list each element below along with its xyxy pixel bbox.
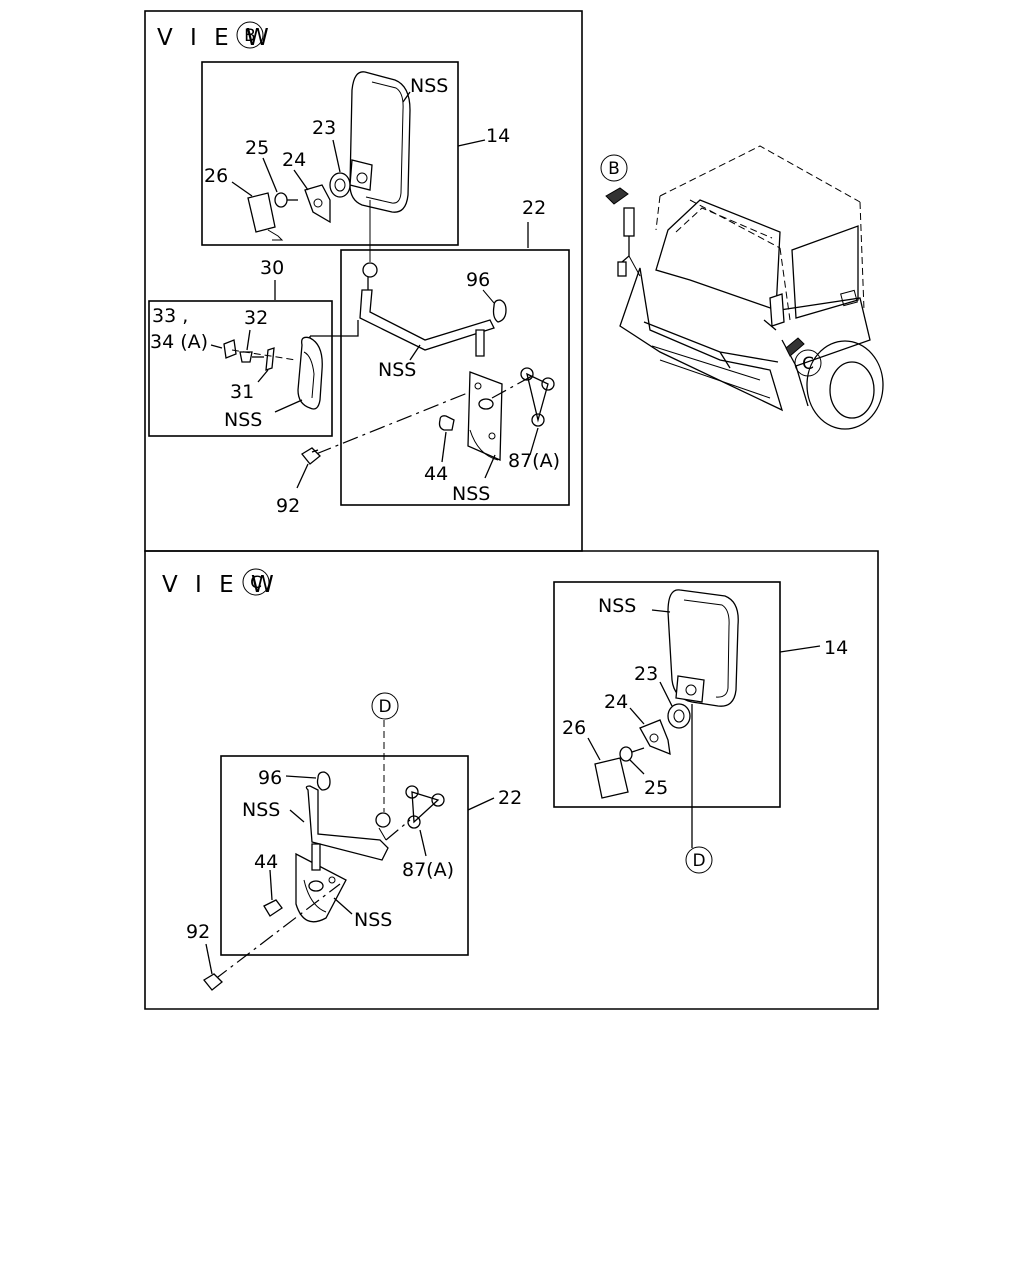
label-31-b: 31	[230, 381, 254, 403]
arm-assembly-22-c	[213, 720, 495, 981]
label-96-b: 96	[466, 269, 490, 291]
label-24-b: 24	[282, 149, 306, 171]
label-23-c: 23	[634, 663, 658, 685]
view-c-panel	[144, 550, 879, 1010]
truck-marker-c: C	[794, 349, 822, 377]
label-92-c: 92	[186, 921, 210, 943]
label-nss-bracket-c: NSS	[354, 909, 392, 931]
label-24-c: 24	[604, 691, 628, 713]
svg-text:B: B	[608, 159, 620, 179]
label-25-b: 25	[245, 137, 269, 159]
label-nss-arm-b: NSS	[378, 359, 416, 381]
label-33-b: 33 ,	[152, 305, 188, 327]
label-30-b: 30	[260, 257, 284, 279]
svg-text:D: D	[378, 697, 391, 717]
svg-text:V I E W: V I E W	[157, 25, 274, 51]
view-b-heading: V I E W B	[157, 21, 274, 51]
label-14-b: 14	[486, 125, 510, 147]
mirror-assembly-14-b	[201, 61, 486, 246]
mirror-assembly-14-c	[553, 581, 821, 848]
connector-d-lower: D	[685, 846, 713, 874]
label-26-b: 26	[204, 165, 228, 187]
label-32-b: 32	[244, 307, 268, 329]
label-nss-arm-c: NSS	[242, 799, 280, 821]
label-23-b: 23	[312, 117, 336, 139]
label-34a-b: 34 (A)	[150, 331, 208, 353]
under-mirror-30-b	[148, 280, 333, 437]
label-22-b: 22	[522, 197, 546, 219]
bolt-92-c	[203, 943, 223, 991]
arm-assembly-22-b	[310, 200, 570, 506]
truck-marker-b: B	[600, 154, 628, 182]
label-96-c: 96	[258, 767, 282, 789]
label-22-c: 22	[498, 787, 522, 809]
label-nss-mirror-c: NSS	[598, 595, 636, 617]
bolt-92-b	[296, 447, 321, 489]
svg-text:V I E W: V I E W	[162, 572, 279, 598]
connector-d-upper: D	[371, 692, 399, 720]
label-44-b: 44	[424, 463, 448, 485]
label-92-b: 92	[276, 495, 300, 517]
label-87a-b: 87(A)	[508, 450, 560, 472]
label-nss-bracket-b: NSS	[452, 483, 490, 505]
view-c-heading: V I E W C	[162, 568, 279, 598]
label-44-c: 44	[254, 851, 278, 873]
svg-text:C: C	[250, 573, 262, 593]
label-14-c: 14	[824, 637, 848, 659]
truck-illustration	[605, 145, 884, 430]
label-87a-c: 87(A)	[402, 859, 454, 881]
label-nss-mirror-b: NSS	[410, 75, 448, 97]
label-25-c: 25	[644, 777, 668, 799]
label-26-c: 26	[562, 717, 586, 739]
svg-text:B: B	[244, 26, 256, 46]
svg-text:C: C	[802, 354, 814, 374]
svg-text:D: D	[692, 851, 705, 871]
label-nss-small-mirror-b: NSS	[224, 409, 262, 431]
